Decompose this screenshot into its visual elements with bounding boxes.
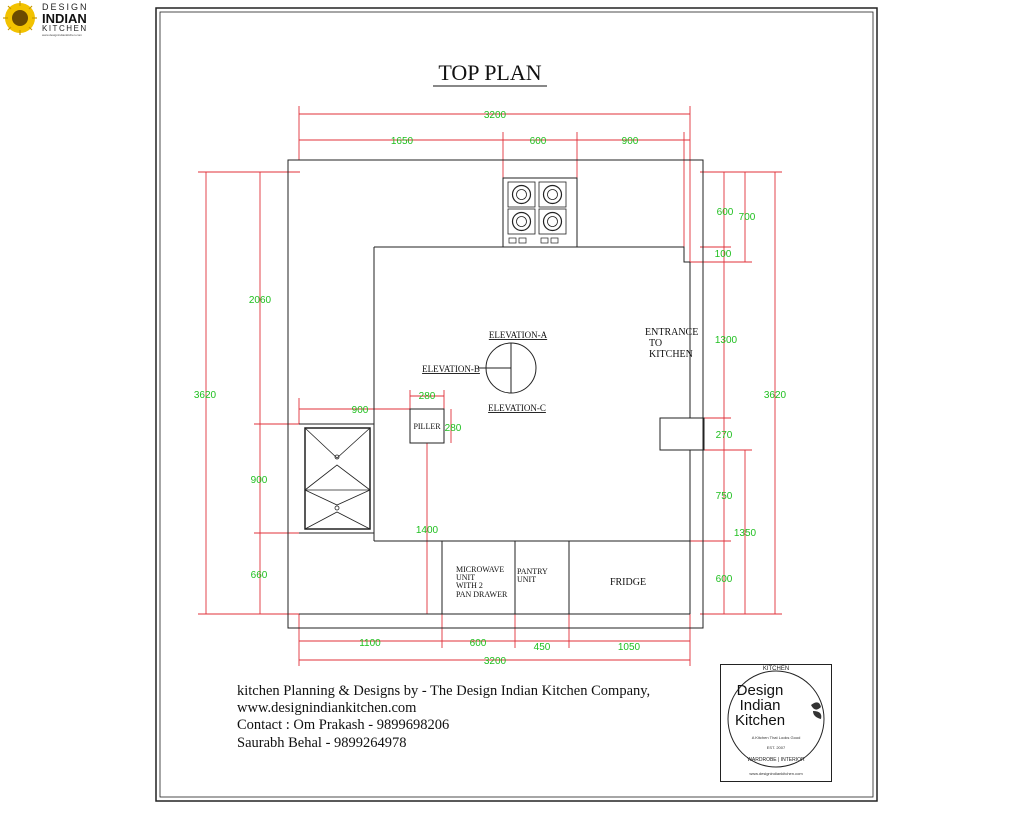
dim-mid-900: 900	[352, 405, 369, 416]
label-entrance-line3: KITCHEN	[649, 349, 693, 360]
dim-right-600-bottom: 600	[716, 574, 733, 585]
dim-right-3620: 3620	[764, 390, 787, 401]
stamp-tagline: A Kitchen That Looks Good	[751, 735, 801, 740]
credit-line-contact-2: Saurabh Behal - 9899264978	[237, 735, 407, 751]
label-elevation-b: ELEVATION-B	[422, 364, 480, 374]
dim-right-1300: 1300	[715, 335, 738, 346]
elevation-marker-icon	[478, 342, 537, 394]
dim-top-right: 900	[622, 136, 639, 147]
label-microwave-line2: UNIT	[456, 573, 475, 582]
stamp-name: Design Indian Kitchen	[735, 683, 785, 728]
brand-logo-url: www.designindiankitchen.com	[42, 33, 83, 37]
dim-right-100: 100	[715, 249, 732, 260]
dim-top-hob: 600	[530, 136, 547, 147]
dim-bottom-1050: 1050	[618, 642, 641, 653]
company-stamp: KITCHEN Design Indian Kitchen A Kitchen …	[720, 664, 832, 782]
dim-bottom-450: 450	[534, 642, 551, 653]
brand-logo: DESIGN INDIAN KITCHEN www.designindianki…	[2, 2, 102, 38]
dim-right-270: 270	[716, 430, 733, 441]
dim-left-660: 660	[251, 570, 268, 581]
dim-pillar-width: 280	[419, 391, 436, 402]
dimension-lines	[198, 106, 782, 666]
label-fridge: FRIDGE	[610, 577, 646, 588]
credit-line-website: www.designindiankitchen.com	[237, 700, 417, 716]
stamp-name-line1: Design	[736, 682, 784, 699]
stamp-established: EST. 2007	[766, 745, 786, 750]
label-pantry-line1: PANTRY	[517, 567, 548, 576]
stamp-circle-icon	[727, 670, 825, 768]
dim-pillar-height: 280	[445, 423, 462, 434]
dim-mid-1400: 1400	[416, 525, 439, 536]
label-pillar: PILLER	[413, 422, 441, 431]
label-microwave-line1: MICROWAVE	[456, 565, 504, 574]
sheet-border-outer	[155, 7, 878, 802]
sun-logo-icon	[3, 1, 37, 35]
brand-logo-line3: KITCHEN	[42, 24, 88, 33]
stamp-bottom-text: WARDROBE | INTERIOR	[747, 757, 805, 763]
dim-bottom-600: 600	[470, 638, 487, 649]
stamp-name-line3: Kitchen	[735, 712, 786, 729]
label-microwave-line3: WITH 2	[456, 581, 483, 590]
stamp-name-line2: Indian	[739, 697, 781, 714]
credit-line-company: kitchen Planning & Designs by - The Desi…	[237, 683, 651, 699]
brand-logo-line1: DESIGN	[42, 2, 89, 12]
plan-walls	[287, 159, 705, 629]
dim-right-750: 750	[716, 491, 733, 502]
label-entrance-line2: TO	[649, 338, 662, 349]
sheet-border-inner	[159, 11, 874, 798]
label-pantry-line2: UNIT	[517, 575, 536, 584]
dim-right-600: 600	[717, 207, 734, 218]
stamp-url: www.designindiankitchen.com	[749, 771, 803, 776]
brand-logo-line2: INDIAN	[42, 11, 87, 26]
credit-line-contact-1: Contact : Om Prakash - 9899698206	[237, 717, 450, 733]
label-microwave-line4: PAN DRAWER	[456, 590, 508, 599]
label-entrance-line1: ENTRANCE	[645, 327, 698, 338]
dim-bottom-overall: 3200	[484, 656, 507, 667]
dim-left-2060: 2060	[249, 295, 272, 306]
label-elevation-c: ELEVATION-C	[488, 403, 546, 413]
stamp-top-text: KITCHEN	[762, 666, 790, 672]
dim-bottom-1100: 1100	[359, 638, 381, 649]
dim-top-overall: 3200	[484, 110, 507, 121]
dim-left-900: 900	[251, 475, 268, 486]
hob-icon	[502, 177, 578, 248]
sink-icon	[304, 427, 371, 530]
label-elevation-a: ELEVATION-A	[489, 330, 548, 340]
dim-right-700: 700	[739, 212, 756, 223]
plan-title: TOP PLAN	[438, 60, 541, 85]
dim-top-left: 1650	[391, 136, 414, 147]
dim-left-3620: 3620	[194, 390, 217, 401]
dim-right-1350: 1350	[734, 528, 757, 539]
